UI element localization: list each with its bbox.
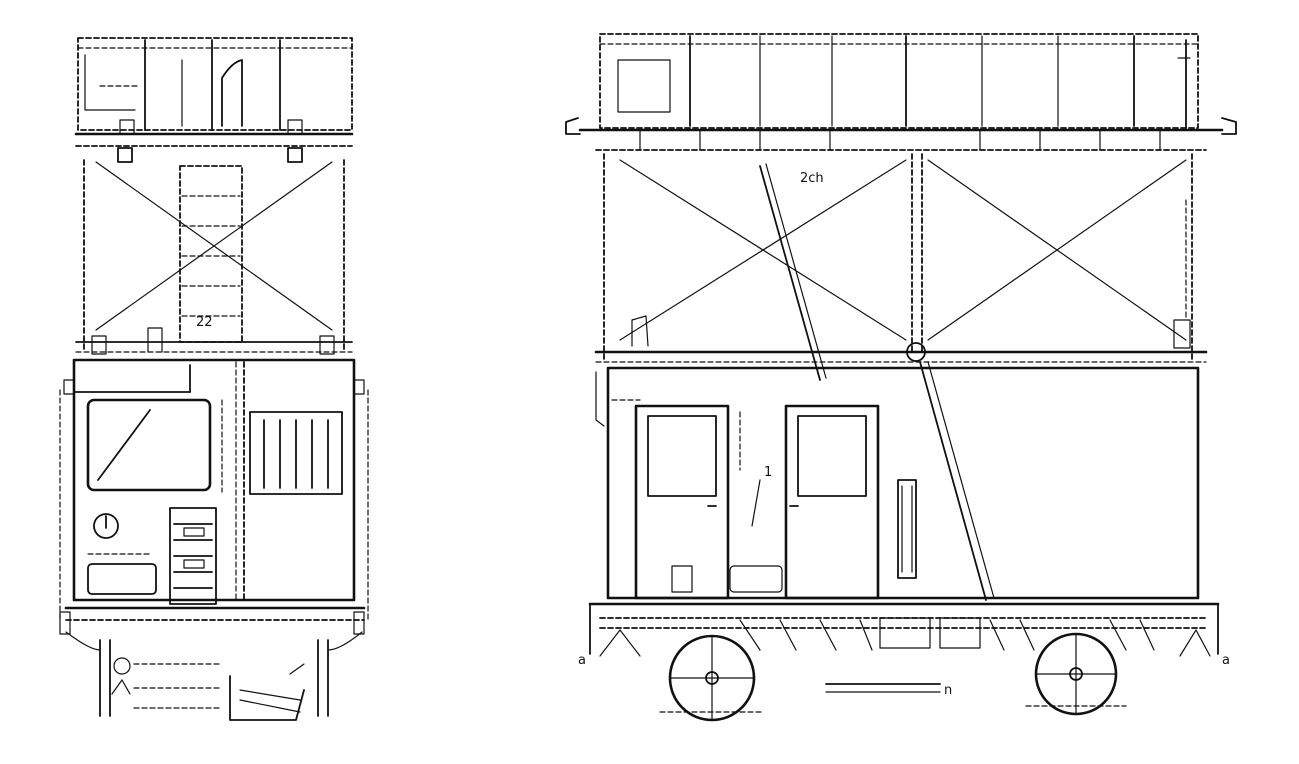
end-view-louvres bbox=[221, 399, 343, 495]
side-view: 2ch bbox=[565, 33, 1237, 722]
side-upper-mark: 2ch bbox=[800, 171, 824, 186]
end-view-cab-window bbox=[86, 398, 212, 492]
side-view-door-left bbox=[634, 404, 730, 600]
end-view: 22 bbox=[59, 37, 369, 721]
side-view-wheel-left bbox=[659, 634, 765, 722]
end-view-headlight bbox=[87, 513, 157, 595]
end-view-deck-beam bbox=[74, 132, 354, 163]
end-view-top-railing bbox=[77, 37, 353, 135]
end-view-steps-panel bbox=[169, 507, 217, 605]
side-view-car-body bbox=[595, 361, 1200, 601]
side-axle-mark: n bbox=[944, 683, 952, 698]
end-view-cab bbox=[59, 358, 369, 621]
side-view-wheel-right bbox=[1025, 632, 1127, 716]
side-bottom-left: a bbox=[578, 653, 586, 668]
side-door-mark: 1 bbox=[764, 465, 772, 480]
side-view-door-right: 1 bbox=[729, 404, 880, 600]
side-bottom-right: a bbox=[1222, 653, 1230, 668]
end-view-ladder: 22 bbox=[179, 165, 243, 343]
side-view-underframe: a a n bbox=[578, 602, 1230, 698]
side-view-tower-frame: 2ch bbox=[594, 153, 1208, 381]
side-view-deck-beam bbox=[565, 117, 1237, 151]
side-view-top-railing bbox=[599, 33, 1199, 129]
end-view-underframe bbox=[59, 606, 366, 721]
end-upper-mark: 22 bbox=[196, 315, 213, 330]
